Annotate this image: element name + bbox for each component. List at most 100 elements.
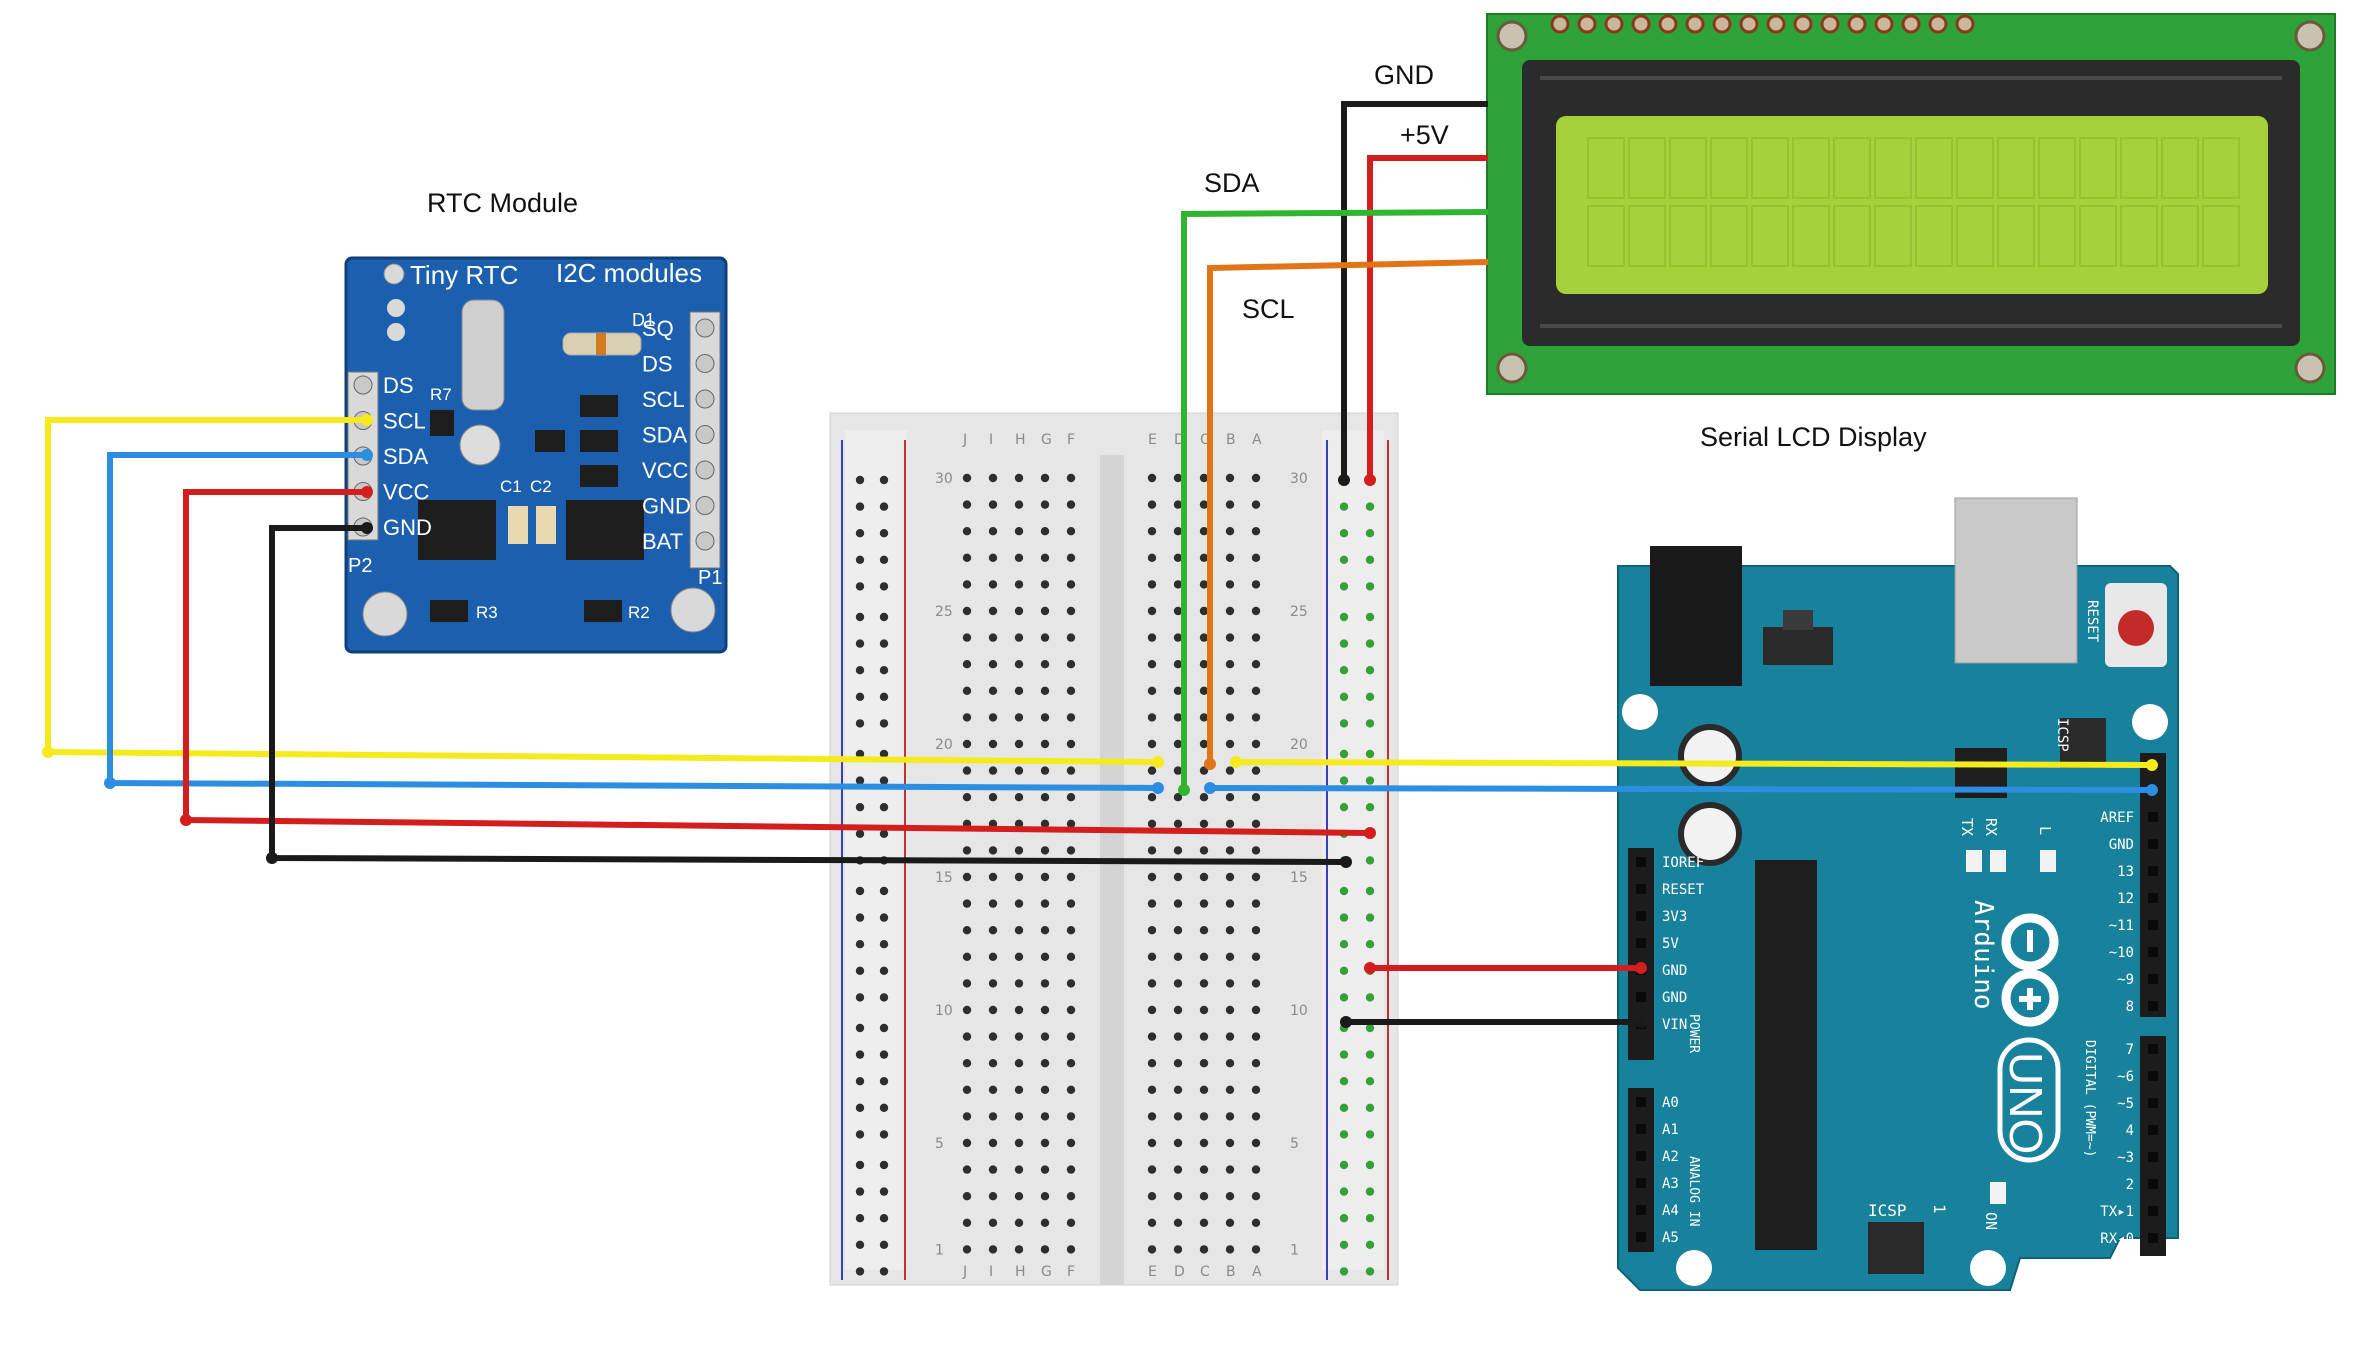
breadboard-hole xyxy=(1014,1192,1024,1201)
reset-button[interactable] xyxy=(2118,610,2154,646)
rtc-pin xyxy=(695,354,715,373)
breadboard-hole xyxy=(988,1085,998,1095)
column-letter: D xyxy=(1174,1264,1185,1280)
breadboard-hole xyxy=(1066,633,1076,642)
breadboard-hole xyxy=(1014,872,1024,882)
rail-hole xyxy=(855,1187,865,1196)
voltage-regulator xyxy=(1763,627,1833,665)
rtc-pin xyxy=(695,389,715,409)
breadboard-hole xyxy=(1199,1112,1209,1121)
column-letter: A xyxy=(1252,1264,1262,1280)
breadboard-hole xyxy=(962,899,972,908)
column-letter: E xyxy=(1148,432,1157,448)
rail-hole xyxy=(1339,1214,1349,1223)
resistor-r2 xyxy=(584,600,622,622)
breadboard-hole xyxy=(1040,580,1050,589)
arduino-pin-label: ~3 xyxy=(2117,1150,2134,1166)
breadboard-hole xyxy=(1251,1005,1261,1015)
rail-hole xyxy=(855,776,865,785)
mount-hole xyxy=(2132,704,2168,740)
column-letter: I xyxy=(989,1264,993,1280)
breadboard-hole xyxy=(1199,846,1209,855)
wire-black-gnd-rtc xyxy=(269,525,1347,865)
header-pin xyxy=(2148,1098,2158,1108)
l-led xyxy=(2040,850,2056,872)
breadboard-hole xyxy=(1251,580,1261,589)
capacitor-c2 xyxy=(536,506,556,544)
arduino-pin-label: 13 xyxy=(2117,864,2134,880)
rail-hole xyxy=(1339,666,1349,675)
resistor-r1 xyxy=(580,465,618,487)
wire-blue-sda-arduino xyxy=(1209,785,2153,793)
rail-hole xyxy=(879,966,889,975)
breadboard-hole xyxy=(988,1245,998,1254)
breadboard-hole xyxy=(1173,739,1183,749)
l-led-label: L xyxy=(2036,826,2054,835)
digital-header-bottom xyxy=(2140,1036,2166,1256)
mount-hole xyxy=(1676,1250,1712,1286)
rail-hole xyxy=(1365,940,1375,949)
breadboard-hole xyxy=(1066,527,1076,536)
arduino-pin-label: 3V3 xyxy=(1662,909,1687,925)
rx-led xyxy=(1990,850,2006,872)
breadboard-hole xyxy=(1225,1245,1235,1254)
breadboard-hole xyxy=(962,660,972,669)
rtc-header-label-2: I2C modules xyxy=(556,258,702,288)
header-pin xyxy=(1636,1232,1646,1242)
rtc-pin-label: BAT xyxy=(642,529,683,554)
rail-hole xyxy=(855,582,865,591)
breadboard-hole xyxy=(1040,1165,1050,1174)
breadboard-hole xyxy=(962,739,972,749)
breadboard-hole xyxy=(1199,580,1209,589)
rail-hole xyxy=(879,1160,889,1170)
breadboard-hole xyxy=(1251,1192,1261,1201)
breadboard-hole xyxy=(1066,846,1076,855)
arduino-pin-label: 5V xyxy=(1662,936,1679,952)
breadboard-hole xyxy=(962,500,972,509)
breadboard-hole xyxy=(1147,979,1157,988)
breadboard-hole xyxy=(1225,926,1235,935)
rail-hole xyxy=(1365,502,1375,511)
breadboard-hole xyxy=(1173,1218,1183,1228)
breadboard-hole xyxy=(988,766,998,775)
breadboard-hole xyxy=(1173,1112,1183,1121)
wire-orange-scl-lcd xyxy=(1207,259,1489,764)
lcd-title: Serial LCD Display xyxy=(1700,422,1927,452)
icsp-header-bottom xyxy=(1868,1222,1924,1274)
rail-hole xyxy=(1365,856,1375,865)
rail-hole xyxy=(879,612,889,622)
breadboard-hole xyxy=(1040,846,1050,855)
rtc-pin-label: GND xyxy=(383,515,432,540)
breadboard-hole xyxy=(1147,739,1157,749)
rail-hole xyxy=(855,1103,865,1113)
rail-hole xyxy=(855,612,865,622)
breadboard-hole xyxy=(1199,952,1209,961)
wire-end xyxy=(42,746,54,758)
arduino-logo-icon xyxy=(2001,913,2059,1027)
breadboard-hole xyxy=(962,872,972,882)
rail-hole xyxy=(879,1077,889,1086)
breadboard-hole xyxy=(1040,1059,1050,1068)
breadboard-hole xyxy=(962,713,972,722)
arduino-pin-label: A0 xyxy=(1662,1095,1679,1111)
row-number: 5 xyxy=(935,1136,944,1152)
lcd-pin xyxy=(1847,14,1867,34)
breadboard-hole xyxy=(988,739,998,749)
wire-red-5v-lcd xyxy=(1367,155,1488,480)
wire-end xyxy=(361,414,373,426)
rail-hole xyxy=(1339,529,1349,538)
wire-end xyxy=(1230,756,1242,768)
rtc-ref-r7: R7 xyxy=(430,385,452,404)
breadboard-hole xyxy=(1225,819,1235,828)
breadboard-hole xyxy=(1225,872,1235,882)
breadboard-hole xyxy=(1173,819,1183,828)
rail-hole xyxy=(879,776,889,785)
rail-hole xyxy=(879,940,889,949)
tx-led xyxy=(1966,850,1982,872)
breadboard-hole xyxy=(1199,1165,1209,1174)
resistor-r5 xyxy=(580,395,618,417)
rail-hole xyxy=(1365,529,1375,538)
breadboard-hole xyxy=(962,633,972,642)
breadboard-hole xyxy=(1173,686,1183,695)
wire-end xyxy=(361,449,373,461)
